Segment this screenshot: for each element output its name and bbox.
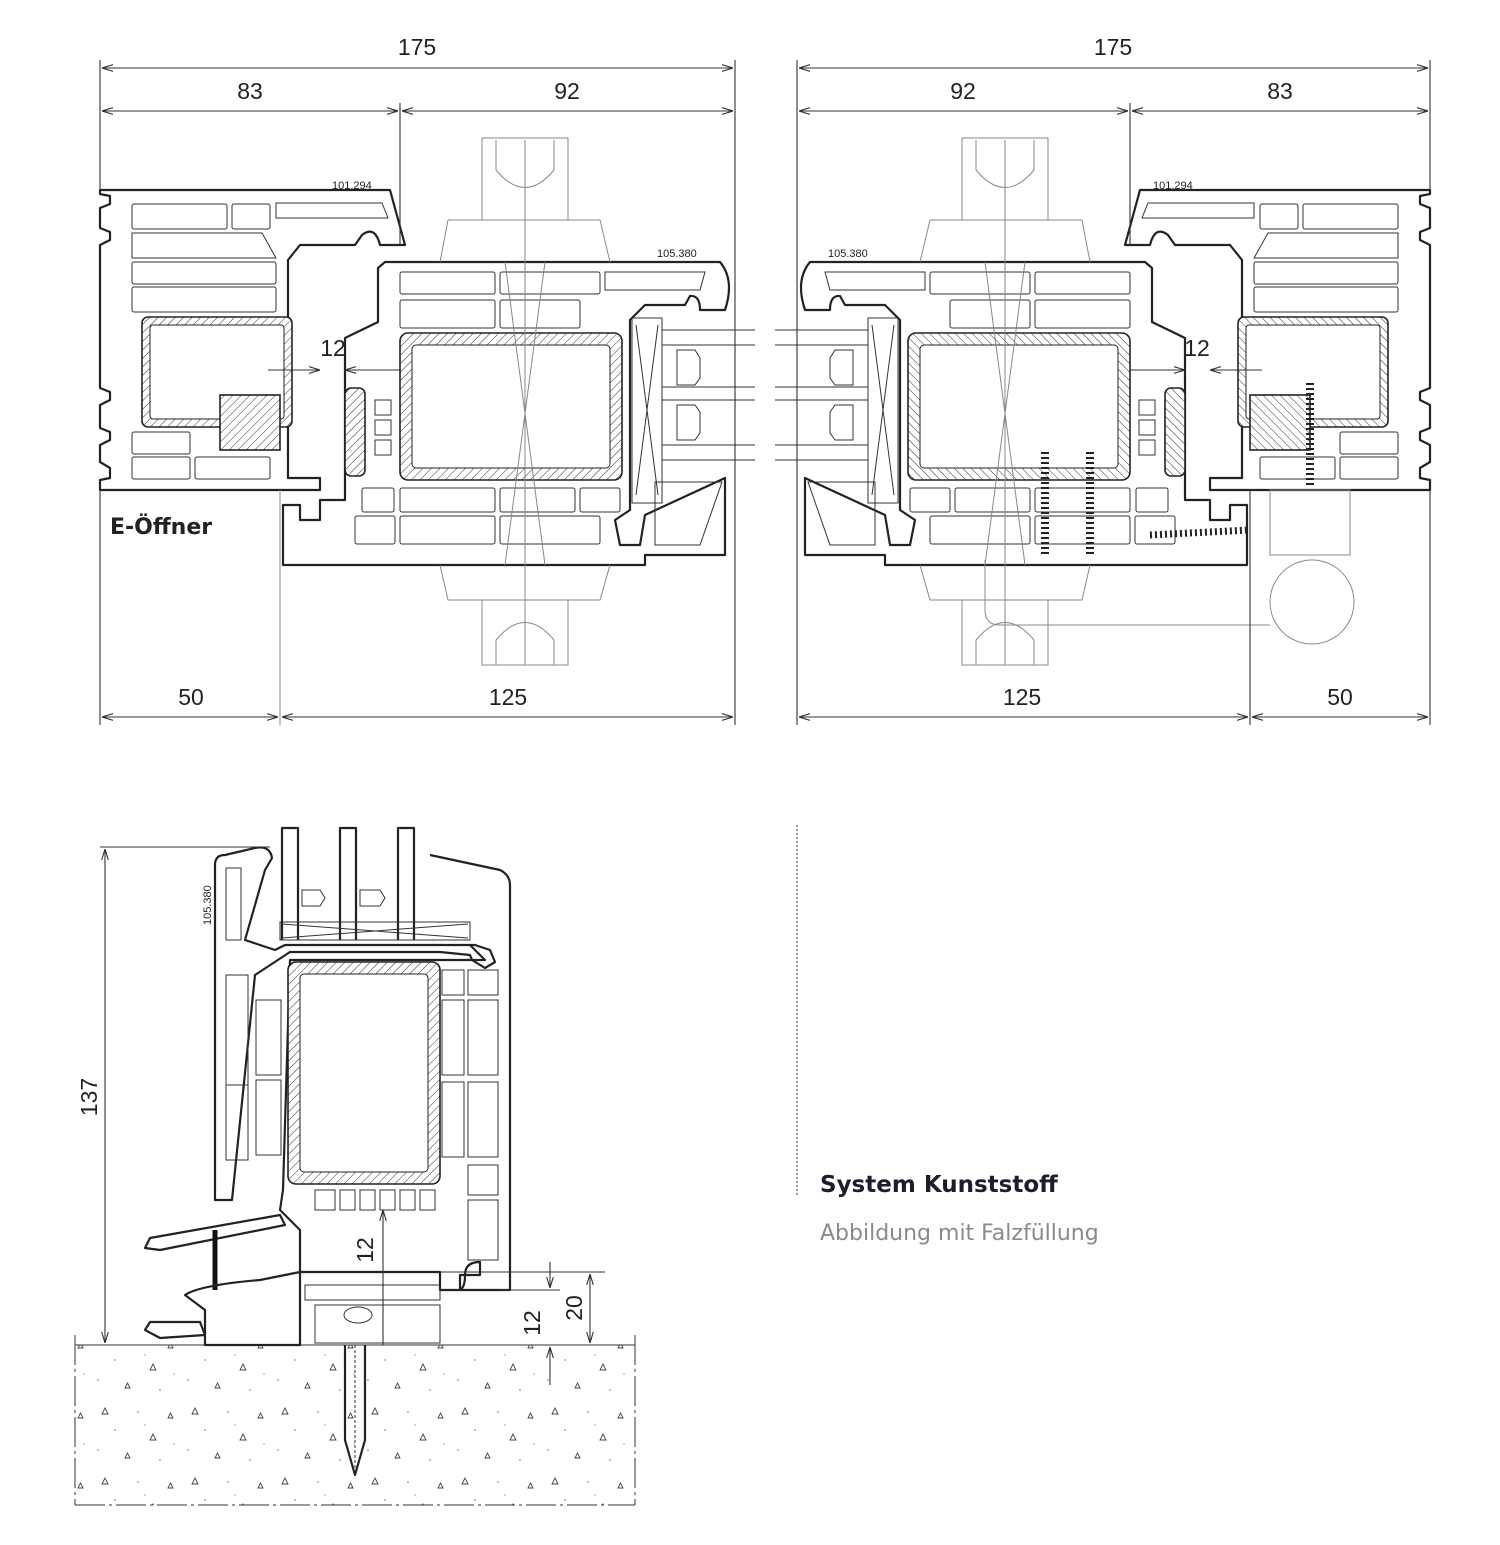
dim-right-bottom-left: 125 bbox=[1003, 684, 1041, 710]
drawing-right: 175 92 83 125 50 12 101.294 105.380 bbox=[773, 34, 1432, 727]
dim-left-sash: 92 bbox=[554, 78, 580, 104]
screws bbox=[1041, 383, 1314, 555]
dim-left-frame: 83 bbox=[237, 78, 263, 104]
dim-right-frame: 83 bbox=[1267, 78, 1293, 104]
dim-bottom-threshold: 20 bbox=[561, 1295, 587, 1321]
dim-bottom-floor-offset: 12 bbox=[519, 1310, 545, 1336]
dim-left-bottom-right: 125 bbox=[489, 684, 527, 710]
e-opener-label: E-Öffner bbox=[110, 514, 212, 540]
dim-right-sash: 92 bbox=[950, 78, 976, 104]
dim-left-total: 175 bbox=[398, 34, 436, 60]
code-bottom-sash: 105.380 bbox=[202, 885, 214, 925]
code-left-sash: 105.380 bbox=[657, 248, 697, 260]
dim-right-total: 175 bbox=[1094, 34, 1132, 60]
code-left-frame: 101.294 bbox=[332, 180, 372, 192]
dim-right-rebate: 12 bbox=[1184, 335, 1210, 361]
caption-subtitle: Abbildung mit Falzfüllung bbox=[820, 1221, 1099, 1246]
dim-bottom-height: 137 bbox=[76, 1078, 102, 1116]
dim-right-bottom-right: 50 bbox=[1327, 684, 1353, 710]
dim-left-bottom-left: 50 bbox=[178, 684, 204, 710]
drawing-left: 175 83 92 50 125 12 101.294 105.380 E-Öf… bbox=[98, 34, 757, 727]
dim-left-rebate: 12 bbox=[320, 335, 346, 361]
code-right-sash: 105.380 bbox=[828, 248, 868, 260]
drawing-bottom: 137 12 20 12 105.380 bbox=[74, 826, 636, 1506]
caption-title: System Kunststoff bbox=[820, 1172, 1058, 1198]
code-right-frame: 101.294 bbox=[1153, 180, 1193, 192]
divider bbox=[796, 825, 798, 1195]
dim-bottom-rebate: 12 bbox=[352, 1237, 378, 1263]
